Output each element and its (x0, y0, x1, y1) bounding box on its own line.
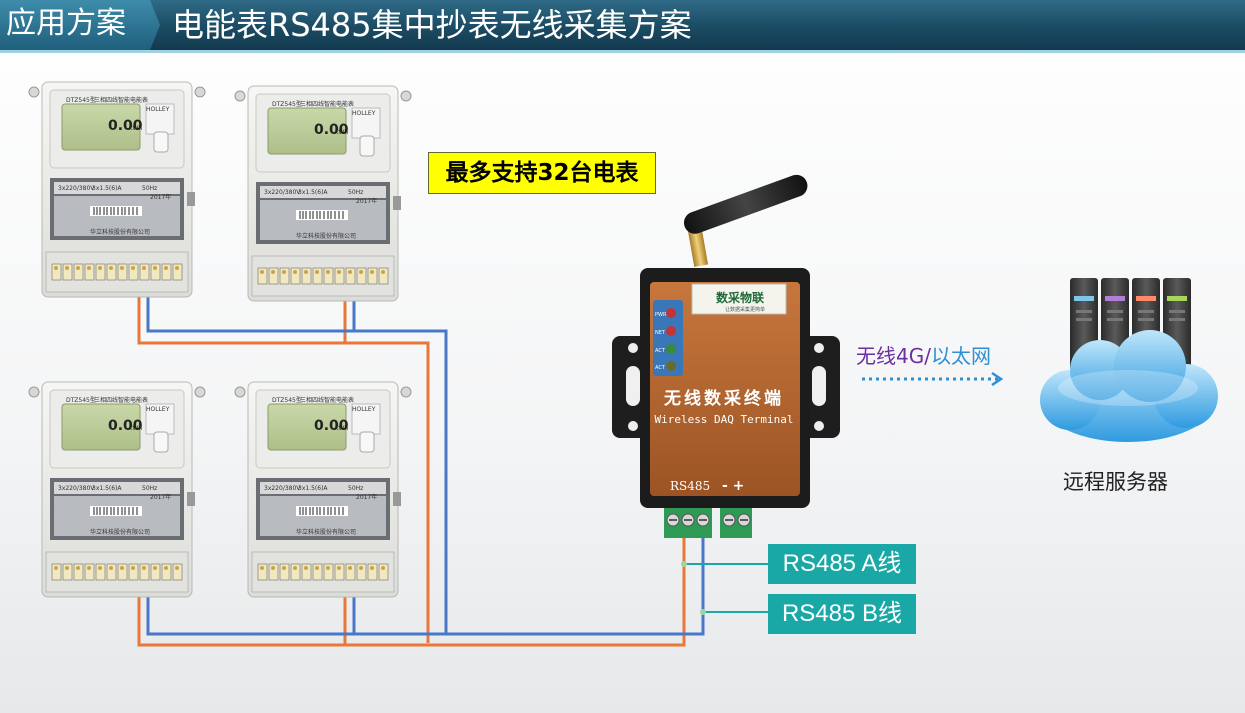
meter-spec: 3x1.5(6)A (298, 189, 328, 196)
meter-year: 2017年 (356, 197, 377, 205)
label-connectors (684, 563, 768, 613)
meter-brand: HOLLEY (146, 406, 170, 413)
meter-model: DTZ545型 (272, 100, 302, 108)
meter-maker: 华立科技股份有限公司 (296, 528, 356, 536)
ethernet-label: 以太网 (930, 344, 991, 368)
meter-spec: 3x220/380V (58, 185, 95, 192)
meter-reading: 0.00 (108, 418, 143, 434)
led-label: NET (655, 330, 666, 336)
meter-brand: HOLLEY (352, 110, 376, 117)
led-label: ACT (655, 348, 666, 354)
meter-unit: kWh (335, 425, 348, 432)
remote-server-label: 远程服务器 (1063, 470, 1168, 494)
server-cloud-icon (1040, 278, 1218, 442)
wireless-label: 无线4G/ (856, 344, 931, 368)
meter-brand: HOLLEY (146, 106, 170, 113)
terminal-name-cn: 无线数采终端 (663, 388, 784, 409)
meter-name: 三相四线智能电能表 (300, 100, 354, 108)
meter-model: DTZ545型 (66, 396, 96, 404)
meter-freq: 50Hz (348, 189, 363, 196)
led-label: PWR (655, 312, 667, 318)
meter-reading: 0.00 (314, 122, 349, 138)
network-link-arrow (862, 371, 1004, 387)
terminal-name-en: Wireless DAQ Terminal (654, 413, 793, 426)
meter-freq: 50Hz (142, 485, 157, 492)
meter-spec: 3x220/380V (264, 189, 301, 196)
meter-name: 三相四线智能电能表 (94, 96, 148, 104)
rs485-a-label: RS485 A线 (768, 544, 916, 584)
meter-reading: 0.00 (314, 418, 349, 434)
meter-spec: 3x1.5(6)A (298, 485, 328, 492)
meter-unit: kWh (335, 129, 348, 136)
header-banner: 应用方案 电能表RS485集中抄表无线采集方案 (0, 0, 1245, 53)
meter-year: 2017年 (356, 493, 377, 501)
meter-name: 三相四线智能电能表 (94, 396, 148, 404)
wire-a-orange (137, 268, 686, 647)
meter-model: DTZ545型 (272, 396, 302, 404)
daq-terminal (612, 174, 840, 538)
max-meters-callout: 最多支持32台电表 (428, 152, 656, 194)
terminal-logo-sub: 让数据采集更简单 (725, 306, 765, 313)
meter-name: 三相四线智能电能表 (300, 396, 354, 404)
meter-maker: 华立科技股份有限公司 (90, 228, 150, 236)
meter-brand: HOLLEY (352, 406, 376, 413)
rs485-b-label: RS485 B线 (768, 594, 916, 634)
terminal-polarity: - + (722, 478, 744, 494)
meter-spec: 3x220/380V (58, 485, 95, 492)
terminal-port-label: RS485 (670, 479, 710, 493)
meter-freq: 50Hz (348, 485, 363, 492)
meter-spec: 3x1.5(6)A (92, 485, 122, 492)
meter-model: DTZ545型 (66, 96, 96, 104)
section-tag: 应用方案 (0, 0, 160, 50)
network-link-label: 无线4G/以太网 (856, 340, 991, 369)
led-label: ACT (655, 365, 666, 371)
meter-reading: 0.00 (108, 118, 143, 134)
meter-freq: 50Hz (142, 185, 157, 192)
wire-b-blue (146, 268, 705, 636)
meter-unit: kWh (129, 125, 142, 132)
meter-unit: kWh (129, 425, 142, 432)
meter-spec: 3x1.5(6)A (92, 185, 122, 192)
meter-maker: 华立科技股份有限公司 (90, 528, 150, 536)
meter-year: 2017年 (150, 193, 171, 201)
meter-maker: 华立科技股份有限公司 (296, 232, 356, 240)
meter-year: 2017年 (150, 493, 171, 501)
page-title: 电能表RS485集中抄表无线采集方案 (172, 6, 692, 44)
terminal-logo: 数采物联 (716, 290, 764, 305)
meter-spec: 3x220/380V (264, 485, 301, 492)
